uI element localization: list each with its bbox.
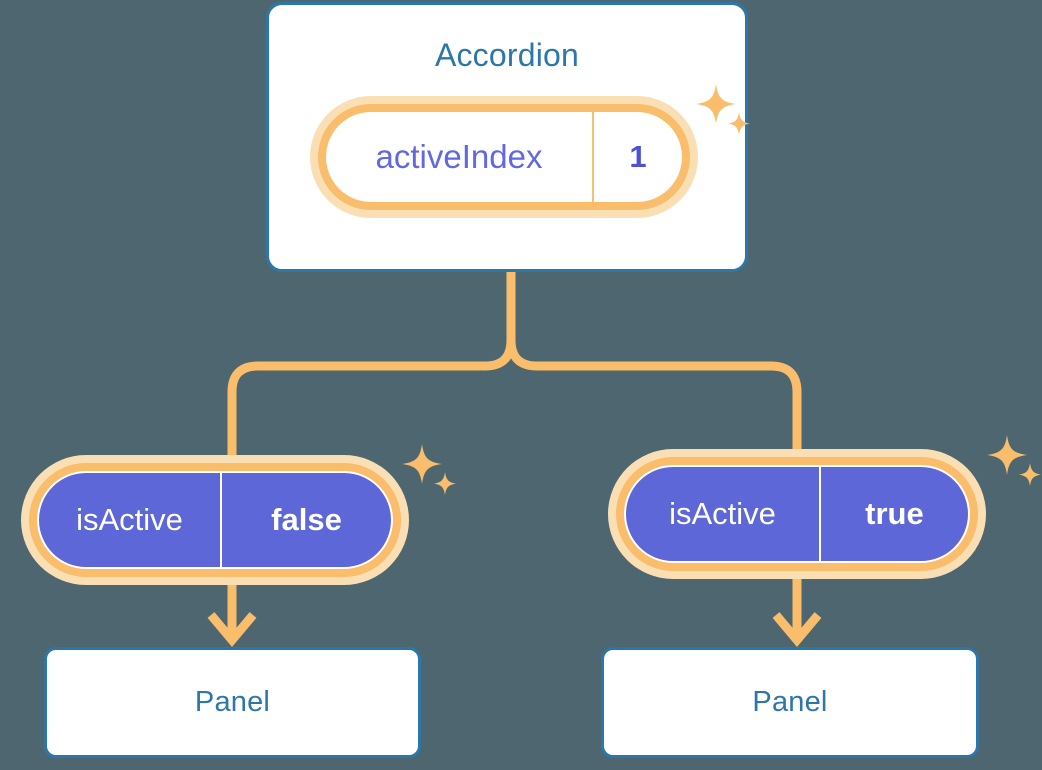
panel-label: Panel (752, 686, 828, 718)
state-pill-active-index[interactable]: activeIndex 1 (310, 96, 698, 218)
state-key-label: isActive (39, 473, 223, 567)
state-key-label: activeIndex (326, 112, 594, 202)
state-pill-ring: isActive false (29, 463, 401, 577)
connector-branch-left (227, 339, 516, 455)
connector-branch-right (506, 339, 802, 449)
panel-label: Panel (194, 686, 271, 718)
state-pill-body: isActive false (37, 471, 393, 569)
state-value-label: false (271, 502, 342, 537)
component-node-panel-left[interactable]: Panel (44, 647, 421, 758)
state-pill-body: isActive true (624, 465, 970, 563)
state-pill-ring: activeIndex 1 (318, 104, 690, 210)
state-pill-body: activeIndex 1 (326, 112, 682, 202)
arrow-down-icon-left (207, 612, 257, 647)
state-pill-ring: isActive true (616, 457, 978, 571)
state-value-label: 1 (629, 139, 647, 174)
page-title: Accordion (434, 37, 580, 73)
component-node-panel-right[interactable]: Panel (601, 647, 979, 758)
state-key-label: isActive (626, 467, 821, 561)
state-pill-is-active-true[interactable]: isActive true (608, 449, 986, 579)
arrow-down-icon-right (772, 612, 822, 647)
state-pill-is-active-false[interactable]: isActive false (21, 455, 409, 585)
state-value-label: true (865, 496, 924, 531)
